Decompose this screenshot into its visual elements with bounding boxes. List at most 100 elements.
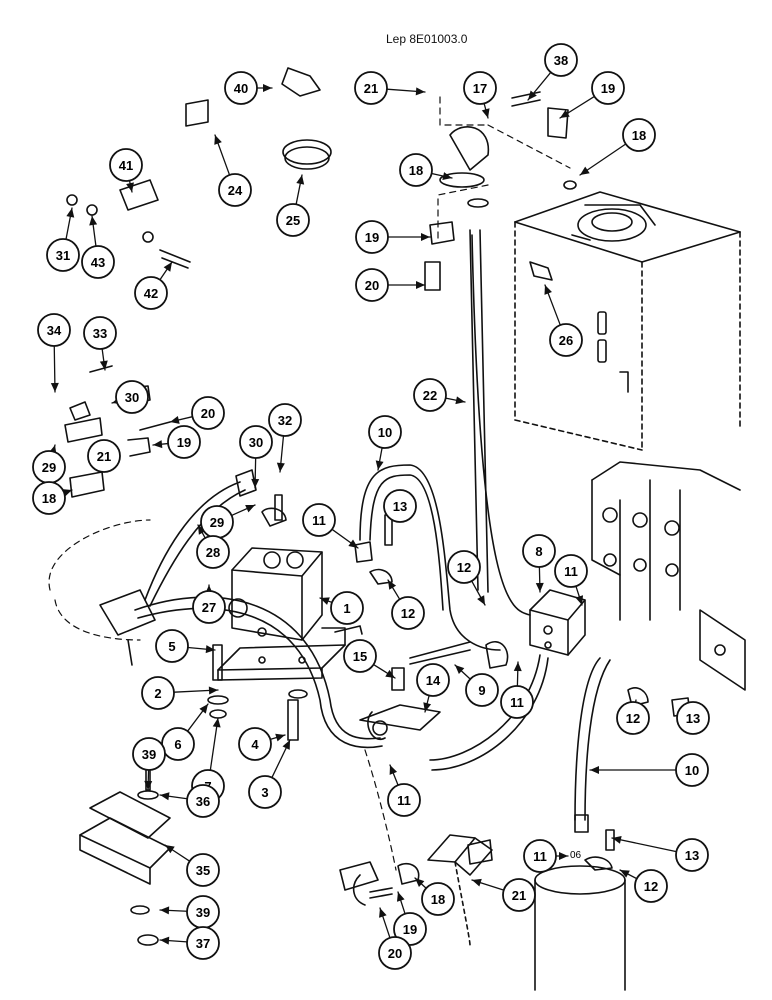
callout-circle: [37, 313, 71, 347]
callout-balloon: 20: [378, 936, 412, 970]
callout-number: 34: [47, 323, 62, 338]
callout-number: 30: [125, 390, 139, 405]
callout-circle: [186, 926, 220, 960]
leader-arrowhead: [99, 360, 108, 370]
callout-balloon: 32: [268, 403, 302, 437]
small-label: 06: [570, 850, 582, 861]
callout-circle: [268, 403, 302, 437]
callout-circle: [675, 753, 709, 787]
callout-balloon: 21: [87, 439, 121, 473]
callout-number: 20: [365, 278, 379, 293]
manifold-block: [529, 589, 586, 656]
callout-balloon: 6: [161, 727, 195, 761]
callout-balloon: 39: [132, 737, 166, 771]
leader-arrowhead: [276, 462, 285, 472]
callout-number: 19: [403, 922, 417, 937]
callout-circle: [81, 245, 115, 279]
callout-circle: [463, 71, 497, 105]
leader-arrowhead: [379, 908, 387, 918]
callout-balloon: 39: [186, 895, 220, 929]
callout-number: 37: [196, 936, 210, 951]
callout-balloon: 26: [549, 323, 583, 357]
oil-reservoir: [534, 865, 626, 991]
leader-arrowhead: [396, 892, 405, 902]
callout-circle: [355, 220, 389, 254]
leader-arrowhead: [144, 780, 153, 790]
callout-balloon: 3: [248, 775, 282, 809]
leader-arrowhead: [163, 262, 172, 272]
callout-circle: [616, 701, 650, 735]
callout-number: 5: [168, 639, 175, 654]
callout-circle: [634, 869, 668, 903]
callout-balloon: 29: [200, 505, 234, 539]
leader-arrowhead: [199, 704, 208, 714]
callout-number: 14: [426, 673, 441, 688]
leader-arrowhead: [205, 645, 215, 654]
callout-circle: [399, 153, 433, 187]
leader-arrowhead: [89, 216, 98, 226]
leader-arrowhead: [590, 766, 599, 774]
callout-number: 42: [144, 286, 158, 301]
callout-balloon: 37: [186, 926, 220, 960]
callout-number: 12: [457, 560, 471, 575]
callout-number: 3: [261, 785, 268, 800]
callout-balloon: 8: [522, 534, 556, 568]
callout-balloon: 42: [134, 276, 168, 310]
callout-number: 4: [251, 737, 259, 752]
callout-number: 28: [206, 545, 220, 560]
leader-arrowhead: [126, 182, 134, 192]
callout-circle: [391, 596, 425, 630]
callout-balloon: 30: [239, 425, 273, 459]
callout-number: 11: [397, 793, 411, 808]
callout-balloon: 21: [354, 71, 388, 105]
callout-balloon: 11: [302, 503, 336, 537]
callout-number: 40: [234, 81, 248, 96]
leader-arrowhead: [442, 172, 452, 180]
callout-number: 29: [210, 515, 224, 530]
leader-arrowhead: [612, 835, 622, 844]
callout-number: 18: [431, 892, 445, 907]
leader-arrowhead: [580, 166, 590, 175]
leader-arrowhead: [416, 281, 425, 289]
callout-balloon: 18: [622, 118, 656, 152]
callout-circle: [276, 203, 310, 237]
leader-arrowhead: [535, 582, 544, 592]
callout-balloon: 40: [224, 71, 258, 105]
callout-circle: [675, 838, 709, 872]
leader-arrowhead: [559, 852, 568, 860]
callout-number: 18: [632, 128, 646, 143]
leader-arrowhead: [282, 740, 290, 750]
callout-balloon: 9: [465, 673, 499, 707]
callout-circle: [46, 238, 80, 272]
callout-circle: [134, 276, 168, 310]
callout-balloon: 18: [421, 882, 455, 916]
callout-balloon: 35: [186, 853, 220, 887]
callout-number: 12: [644, 879, 658, 894]
callout-number: 20: [201, 406, 215, 421]
callout-balloon: 13: [383, 489, 417, 523]
callout-number: 32: [278, 413, 292, 428]
callout-circle: [465, 673, 499, 707]
leader-arrowhead: [66, 208, 75, 218]
callout-number: 30: [249, 435, 263, 450]
callout-balloon: 17: [463, 71, 497, 105]
callout-number: 12: [401, 606, 415, 621]
callout-circle: [132, 737, 166, 771]
callout-number: 18: [409, 163, 423, 178]
callout-balloon: 22: [413, 378, 447, 412]
callout-balloon: 11: [500, 685, 534, 719]
callout-circle: [447, 550, 481, 584]
callout-balloon: 25: [276, 203, 310, 237]
callout-balloon: 24: [218, 173, 252, 207]
leader-arrowhead: [263, 84, 272, 92]
callout-number: 11: [564, 564, 578, 579]
callout-circle: [330, 591, 364, 625]
leader-arrowhead: [389, 765, 398, 775]
leader-arrowhead: [275, 733, 285, 742]
callout-number: 33: [93, 326, 107, 341]
leader-arrowhead: [528, 90, 537, 100]
callout-balloon: 38: [544, 43, 578, 77]
callout-number: 29: [42, 460, 56, 475]
leader-arrowhead: [50, 382, 59, 392]
